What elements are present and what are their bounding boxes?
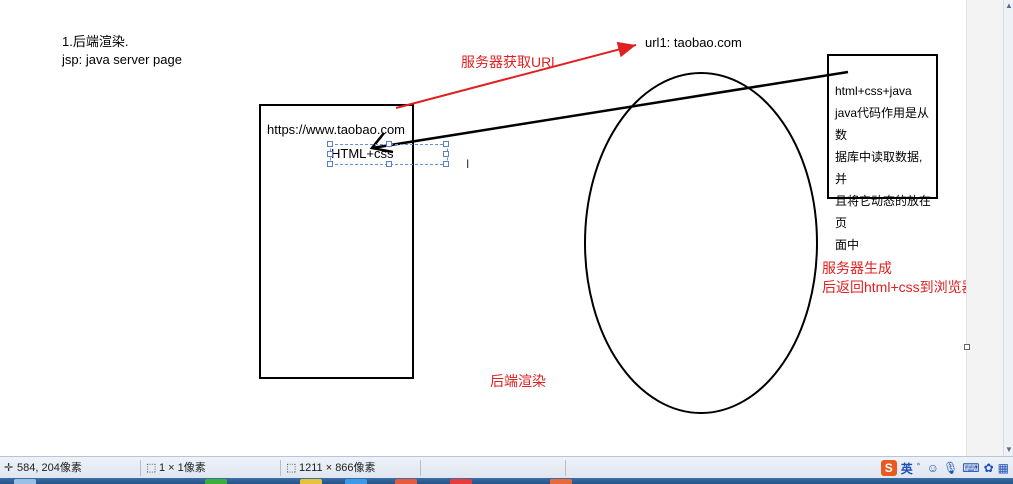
url-label: url1: taobao.com — [645, 35, 742, 50]
server-box-text: html+css+java java代码作用是从数 据库中读取数据, 并 且将它… — [835, 80, 935, 256]
resize-handle[interactable] — [327, 161, 333, 167]
cursor-position: ✛584, 204像素 — [4, 457, 82, 479]
selection-size-value: 1 × 1像素 — [159, 462, 206, 474]
taskbar-app[interactable] — [550, 479, 572, 484]
selection-icon: ⬚ — [146, 462, 157, 474]
image-size: ⬚1211 × 866像素 — [286, 457, 376, 479]
scroll-up-icon[interactable]: ▲ — [1005, 1, 1013, 10]
keyboard-icon[interactable]: ⌨ — [962, 461, 980, 475]
red-arrow[interactable] — [395, 41, 637, 109]
crosshair-icon: ✛ — [4, 462, 14, 474]
status-bar: ✛584, 204像素 ⬚1 × 1像素 ⬚1211 × 866像素 S 英 ﾞ… — [0, 456, 1013, 479]
image-size-value: 1211 × 866像素 — [299, 462, 376, 474]
selection-size: ⬚1 × 1像素 — [146, 457, 206, 479]
taskbar-app[interactable] — [395, 479, 417, 484]
sogou-logo-icon[interactable]: S — [880, 460, 897, 476]
scroll-down-icon[interactable]: ▼ — [1005, 445, 1013, 454]
browser-content-text[interactable]: HTML+css — [331, 146, 394, 161]
taskbar-app[interactable] — [450, 479, 472, 484]
start-button[interactable] — [14, 479, 36, 484]
image-size-icon: ⬚ — [286, 462, 297, 474]
server-box-line: 据库中读取数据, 并 — [835, 150, 923, 186]
skin-icon[interactable]: ✿ — [983, 461, 994, 475]
server-note-line1: 服务器生成 — [822, 260, 892, 276]
server-code-box[interactable] — [827, 54, 938, 199]
resize-handle[interactable] — [386, 161, 392, 167]
resize-handle[interactable] — [443, 141, 449, 147]
cursor-position-value: 584, 204像素 — [17, 462, 82, 474]
taskbar-app[interactable] — [205, 479, 227, 484]
resize-handle[interactable] — [443, 151, 449, 157]
heading-text: 1.后端渲染. — [62, 34, 129, 49]
browser-url-text: https://www.taobao.com — [267, 122, 406, 137]
emoji-icon[interactable]: ☺ — [926, 461, 940, 475]
server-box-line: 且将它动态的放在页 — [835, 194, 932, 230]
server-ellipse[interactable] — [584, 72, 818, 414]
server-box-line: java代码作用是从数 — [835, 106, 930, 142]
resize-handle[interactable] — [327, 141, 333, 147]
drawing-shapes — [259, 41, 938, 414]
ime-toolbar[interactable]: S 英 ﾞ ☺ 🎙 ⌨ ✿ ▦ — [880, 457, 1013, 479]
bottom-label: 后端渲染 — [490, 373, 546, 389]
server-note-line2: 后返回html+css到浏览器 — [822, 279, 976, 295]
vertical-scrollbar[interactable]: ▲ ▼ — [1003, 0, 1013, 456]
toolbox-icon[interactable]: ▦ — [997, 461, 1009, 475]
server-box-line: 面中 — [835, 238, 860, 252]
resize-handle[interactable] — [386, 141, 392, 147]
drawing-canvas[interactable]: 1.后端渲染. jsp: java server page url1: taob… — [0, 0, 976, 456]
resize-handle[interactable] — [327, 151, 333, 157]
microphone-icon[interactable]: 🎙 — [943, 461, 959, 475]
server-box-line: html+css+java — [835, 84, 912, 98]
ime-language-toggle[interactable]: 英 — [900, 461, 913, 476]
text-cursor-icon: I — [466, 157, 470, 171]
subheading-text: jsp: java server page — [62, 52, 182, 67]
red-arrow-label: 服务器获取URl — [461, 54, 555, 70]
browser-box[interactable] — [259, 104, 414, 379]
resize-handle[interactable] — [443, 161, 449, 167]
taskbar-app[interactable] — [300, 479, 322, 484]
black-arrow-line[interactable] — [371, 70, 849, 150]
taskbar[interactable] — [0, 478, 1013, 484]
taskbar-app[interactable] — [345, 479, 367, 484]
canvas-resize-handle[interactable] — [964, 344, 970, 350]
black-arrow-head — [369, 132, 394, 154]
punctuation-icon[interactable]: ﾞ — [916, 461, 923, 476]
